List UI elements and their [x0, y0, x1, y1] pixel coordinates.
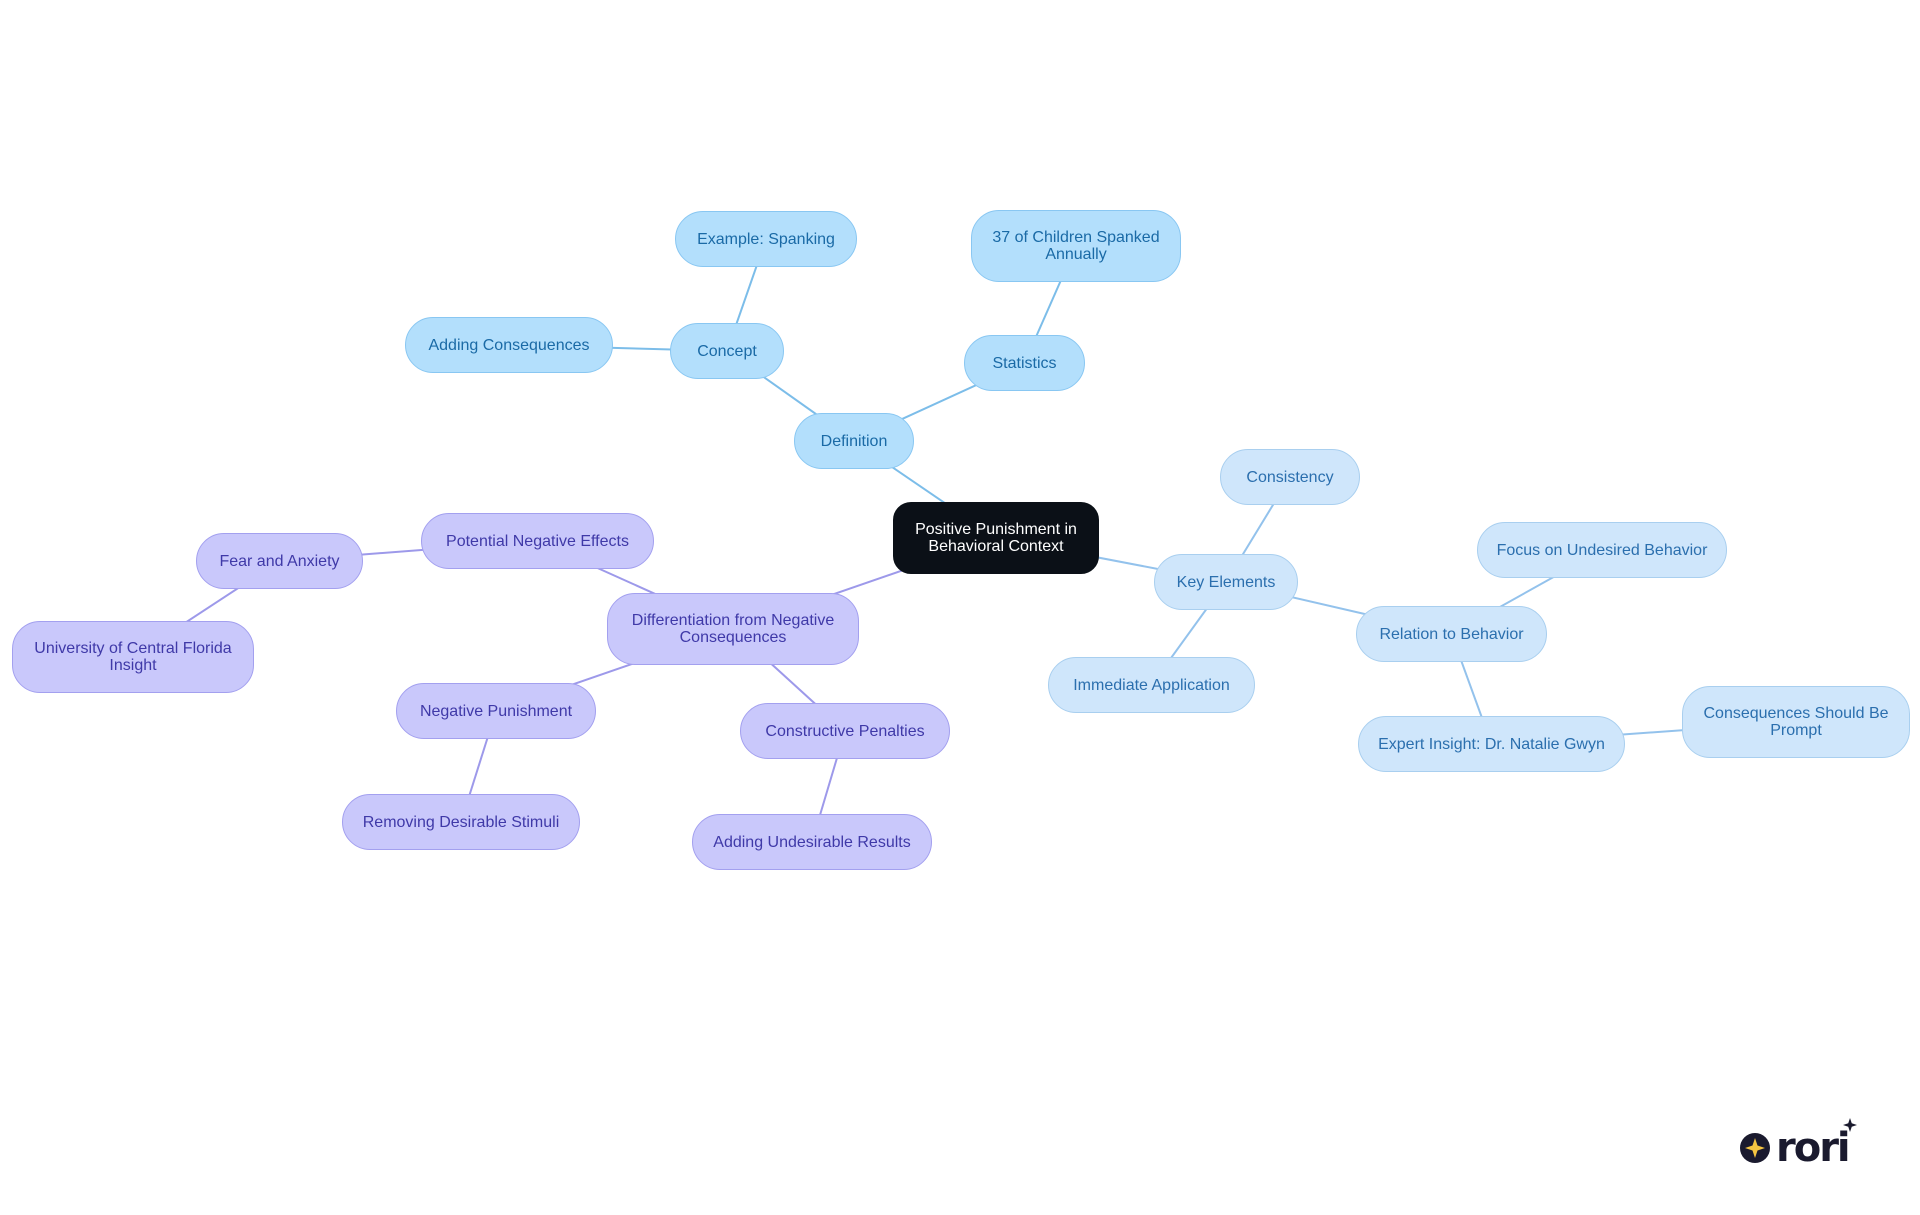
brand-logo: rori: [1740, 1118, 1857, 1171]
node-removing-stimuli-label: Removing Desirable Stimuli: [362, 813, 560, 831]
node-potential-negative-effects-label: Potential Negative Effects: [446, 532, 629, 550]
node-consequences-prompt[interactable]: Consequences Should Be Prompt: [1682, 686, 1910, 758]
root-label: Positive Punishment in Behavioral Contex…: [915, 521, 1077, 555]
node-focus-undesired-label: Focus on Undesired Behavior: [1496, 541, 1708, 559]
node-example-spanking-label: Example: Spanking: [697, 230, 835, 248]
node-expert-insight-label: Expert Insight: Dr. Natalie Gwyn: [1378, 735, 1605, 753]
node-adding-undesirable[interactable]: Adding Undesirable Results: [692, 814, 932, 870]
star-icon: [1740, 1133, 1770, 1163]
node-negative-punishment[interactable]: Negative Punishment: [396, 683, 596, 739]
logo-text: rori: [1776, 1125, 1851, 1171]
node-consistency[interactable]: Consistency: [1220, 449, 1360, 505]
logo-wordmark: rori: [1776, 1118, 1857, 1171]
node-definition-label: Definition: [820, 432, 888, 450]
node-adding-consequences[interactable]: Adding Consequences: [405, 317, 613, 373]
node-relation-to-behavior-label: Relation to Behavior: [1379, 625, 1524, 643]
node-example-spanking[interactable]: Example: Spanking: [675, 211, 857, 267]
node-definition[interactable]: Definition: [794, 413, 914, 469]
node-removing-stimuli[interactable]: Removing Desirable Stimuli: [342, 794, 580, 850]
node-ucf-insight-label: University of Central Florida Insight: [34, 640, 232, 674]
node-potential-negative-effects[interactable]: Potential Negative Effects: [421, 513, 654, 569]
node-consequences-prompt-label: Consequences Should Be Prompt: [1703, 705, 1889, 739]
node-differentiation-label: Differentiation from Negative Consequenc…: [631, 612, 835, 646]
node-relation-to-behavior[interactable]: Relation to Behavior: [1356, 606, 1547, 662]
node-fear-anxiety-label: Fear and Anxiety: [219, 552, 340, 570]
node-focus-undesired[interactable]: Focus on Undesired Behavior: [1477, 522, 1727, 578]
node-children-spanked-label: 37 of Children Spanked Annually: [992, 229, 1160, 263]
root-node[interactable]: Positive Punishment in Behavioral Contex…: [893, 502, 1099, 574]
node-ucf-insight[interactable]: University of Central Florida Insight: [12, 621, 254, 693]
node-statistics-label: Statistics: [992, 354, 1057, 372]
node-statistics[interactable]: Statistics: [964, 335, 1085, 391]
node-expert-insight[interactable]: Expert Insight: Dr. Natalie Gwyn: [1358, 716, 1625, 772]
node-key-elements[interactable]: Key Elements: [1154, 554, 1298, 610]
node-differentiation[interactable]: Differentiation from Negative Consequenc…: [607, 593, 859, 665]
node-concept[interactable]: Concept: [670, 323, 784, 379]
node-immediate-application-label: Immediate Application: [1073, 676, 1230, 694]
node-fear-anxiety[interactable]: Fear and Anxiety: [196, 533, 363, 589]
node-adding-undesirable-label: Adding Undesirable Results: [713, 833, 911, 851]
node-immediate-application[interactable]: Immediate Application: [1048, 657, 1255, 713]
node-children-spanked[interactable]: 37 of Children Spanked Annually: [971, 210, 1181, 282]
node-constructive-penalties-label: Constructive Penalties: [765, 722, 925, 740]
node-constructive-penalties[interactable]: Constructive Penalties: [740, 703, 950, 759]
node-key-elements-label: Key Elements: [1176, 573, 1276, 591]
node-negative-punishment-label: Negative Punishment: [419, 702, 573, 720]
sparkle-icon: [1842, 1118, 1857, 1132]
node-concept-label: Concept: [697, 342, 757, 360]
node-consistency-label: Consistency: [1246, 468, 1334, 486]
node-adding-consequences-label: Adding Consequences: [428, 336, 590, 354]
